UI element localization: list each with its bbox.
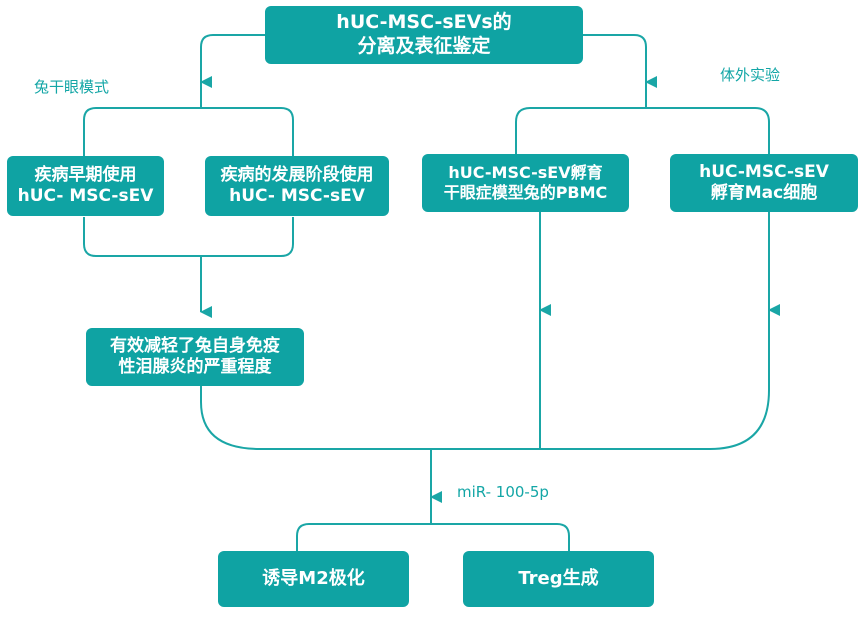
box-effect: 有效减轻了兔自身免疫 性泪腺炎的严重程度 [86, 328, 304, 386]
connector-top-right [583, 34, 657, 88]
connector-converge [200, 310, 770, 450]
bracket-bottom [296, 497, 570, 551]
label-right-branch: 体外实验 [720, 66, 781, 84]
bracket-left-bottom [83, 217, 294, 257]
connector-top-left [200, 34, 265, 88]
top-box-isolation: hUC-MSC-sEVs的 分离及表征鉴定 [265, 6, 583, 64]
bracket-left-top [83, 82, 294, 156]
box-pbmc: hUC-MSC-sEV孵育 干眼症模型兔的PBMC [422, 154, 629, 212]
box-progress-use: 疾病的发展阶段使用 hUC- MSC-sEV [205, 156, 389, 216]
bracket-right-top [515, 82, 770, 154]
box-mac: hUC-MSC-sEV 孵育Mac细胞 [670, 154, 858, 212]
box-m2-polarization: 诱导M2极化 [218, 551, 409, 607]
label-left-branch: 兔干眼模式 [34, 78, 110, 96]
box-early-use: 疾病早期使用 hUC- MSC-sEV [7, 156, 164, 216]
box-treg: Treg生成 [463, 551, 654, 607]
label-mirna: miR- 100-5p [457, 483, 549, 501]
